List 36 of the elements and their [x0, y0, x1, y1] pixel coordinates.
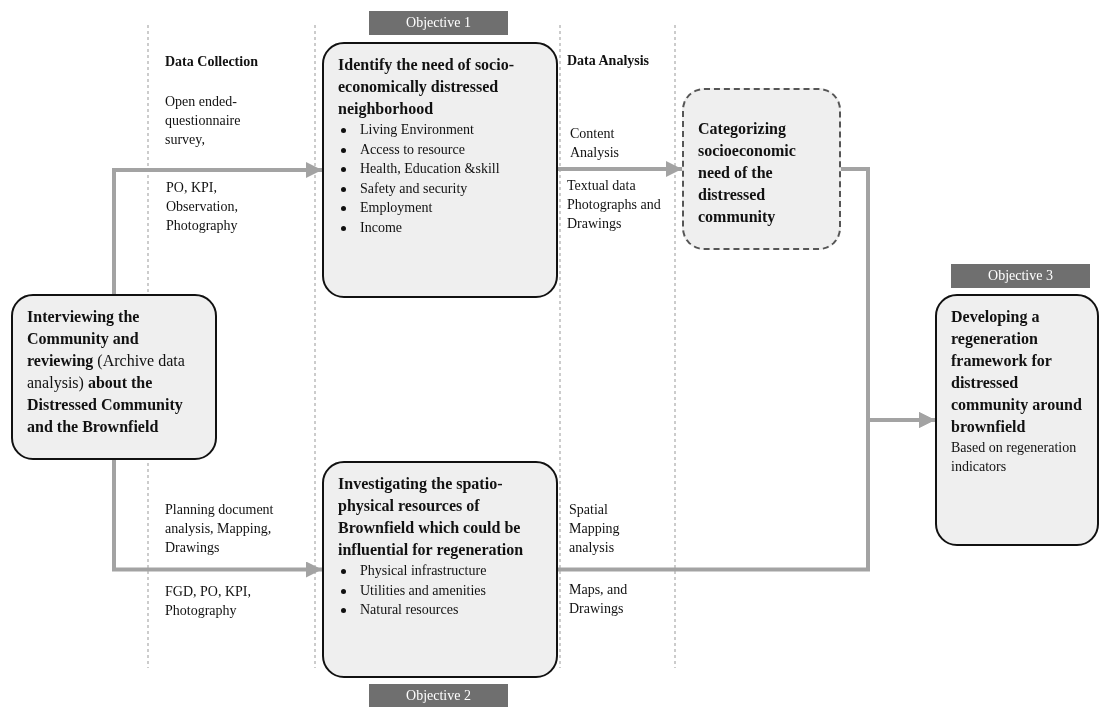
objective-tag: Objective 3: [951, 264, 1090, 288]
method-note: Planning document analysis, Mapping, Drawings: [165, 501, 275, 557]
bullet-item: Access to resource: [360, 141, 465, 157]
bullet-item: Income: [360, 219, 402, 235]
bullet-item: Living Environment: [360, 122, 474, 137]
method-note: PO, KPI, Observation, Photography: [166, 179, 239, 235]
method-note: Maps, and Drawings: [569, 581, 629, 618]
box-heading: Investigating the spatio-physical resources of Brownfield which could be influential for regeneration: [338, 474, 525, 561]
bullet-item: Physical infrastructure: [360, 563, 487, 578]
box-heading: Interviewing the Community and reviewing (Archive data analysis) about the Distressed Community and the Brownfield: [27, 307, 186, 437]
objective-tag: Objective 1: [369, 11, 508, 35]
box-heading: Identify the need of socio-economically distressed neighborhood: [338, 55, 515, 120]
method-note: Open ended-questionnaire survey,: [165, 93, 242, 149]
column-heading: Data Analysis: [567, 52, 651, 70]
method-note: Spatial Mapping analysis: [569, 501, 621, 557]
bullet-item: Employment: [360, 200, 433, 215]
objective-tag: Objective 2: [369, 684, 508, 707]
box-heading: Developing a regeneration framework for distressed community around brownfield: [951, 307, 1083, 437]
arrow: [112, 162, 322, 294]
box-heading: Categorizing socioeconomic need of the distressed community: [698, 119, 797, 228]
method-note: Content Analysis: [570, 125, 620, 162]
box-note: Based on regeneration indicators: [951, 439, 1078, 476]
process-box: [322, 42, 558, 298]
method-note: FGD, PO, KPI, Photography: [165, 583, 252, 620]
arrow: [558, 161, 682, 177]
process-box: [11, 294, 217, 460]
process-box: [935, 294, 1099, 546]
method-note: Textual data Photographs and Drawings: [567, 177, 662, 233]
column-heading: Data Collection: [165, 53, 259, 71]
bullet-item: Natural resources: [360, 602, 459, 617]
bullet-item: Safety and security: [360, 180, 468, 196]
arrow: [112, 460, 322, 578]
bullet-item: Utilities and amenities: [360, 582, 486, 598]
bullet-item: Health, Education &skill: [360, 161, 500, 176]
process-box: [322, 461, 558, 678]
dashed-process-box: [682, 88, 841, 250]
